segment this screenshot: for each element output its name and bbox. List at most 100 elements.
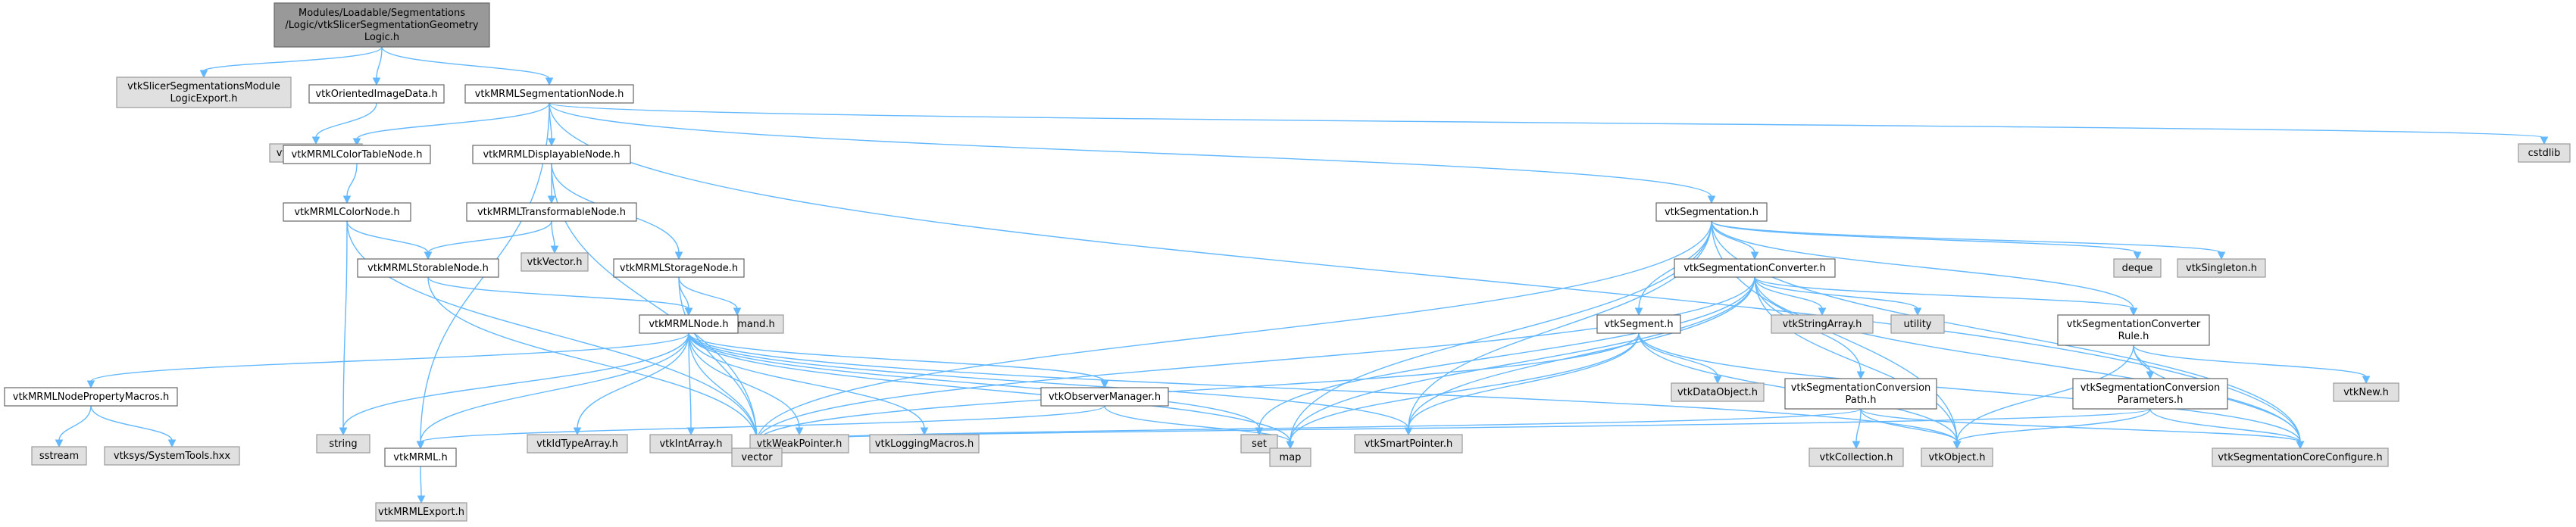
edge-mrmlNode-to-intArray: [688, 332, 692, 429]
node-mrmlNode[interactable]: vtkMRMLNode.h: [639, 314, 739, 334]
node-segment[interactable]: vtkSegment.h: [1596, 314, 1681, 334]
edge-segConverter-to-vtkObject: [1754, 276, 1958, 443]
node-vtkMRML[interactable]: vtkMRML.h: [384, 447, 457, 467]
node-propMacros[interactable]: vtkMRMLNodePropertyMacros.h: [4, 387, 178, 407]
node-storable[interactable]: vtkMRMLStorableNode.h: [357, 258, 499, 278]
node-vtkCollection: vtkCollection.h: [1809, 447, 1904, 467]
node-box: [2518, 143, 2571, 163]
node-label: vtkIdTypeArray.h: [536, 438, 618, 450]
node-box: [104, 446, 240, 466]
node-displayable[interactable]: vtkMRMLDisplayableNode.h: [472, 145, 631, 164]
node-vtkVector: vtkVector.h: [521, 252, 589, 272]
edge-transformable-to-vtkVector: [551, 220, 555, 248]
edge-arrowhead: [2133, 251, 2142, 260]
edge-arrowhead: [733, 307, 742, 317]
node-box: [464, 84, 634, 104]
node-cstdlib: cstdlib: [2518, 143, 2571, 163]
edge-colorNode-to-storable: [346, 220, 429, 254]
node-colorNode[interactable]: vtkMRMLColorNode.h: [283, 202, 411, 222]
node-label: vtkSegmentationCoreConfigure.h: [2218, 452, 2382, 463]
edge-segmentation-to-vector: [756, 220, 1712, 443]
node-box: [283, 202, 411, 222]
edge-convPath-to-vtkCollection: [1855, 408, 1862, 443]
node-box: [2177, 258, 2266, 278]
edge-storage-to-vector: [678, 276, 758, 443]
node-label: map: [1280, 452, 1302, 463]
node-label: vtkMRMLExport.h: [378, 507, 464, 518]
node-box: [869, 434, 980, 454]
edge-orientedImage-to-imageData: [315, 102, 377, 139]
edge-segNode-to-coreConfigure: [549, 102, 2301, 443]
node-label: vtkObserverManager.h: [1049, 391, 1161, 403]
edge-arrowhead: [342, 195, 352, 204]
edge-mrmlNode-to-vtkMRML: [420, 332, 689, 443]
node-box: [31, 446, 87, 466]
node-box: [527, 434, 628, 454]
edge-root-to-logicExport: [203, 46, 383, 72]
edge-arrowhead: [1750, 251, 1759, 260]
node-label: LogicExport.h: [170, 93, 238, 104]
node-colorTable[interactable]: vtkMRMLColorTableNode.h: [283, 145, 431, 164]
edge-segment-to-coreConfigure: [1638, 332, 2301, 443]
node-logicExport: vtkSlicerSegmentationsModuleLogicExport.…: [116, 76, 292, 108]
edge-segConverter-to-stringArray: [1754, 276, 1823, 310]
node-smartPtr: vtkSmartPointer.h: [1354, 434, 1463, 454]
node-box: [2057, 314, 2210, 346]
node-box: [283, 145, 431, 164]
node-box: [316, 434, 370, 454]
edge-arrowhead: [86, 380, 95, 389]
edge-segConverter-to-smartPtr: [1408, 276, 1755, 429]
node-idType: vtkIdTypeArray.h: [527, 434, 628, 454]
node-observer[interactable]: vtkObserverManager.h: [1040, 387, 1169, 407]
node-segNode[interactable]: vtkMRMLSegmentationNode.h: [464, 84, 634, 104]
node-label: vtkIntArray.h: [659, 438, 722, 450]
node-label: vtkMRMLDisplayableNode.h: [483, 149, 620, 161]
node-box: [639, 314, 739, 334]
node-transformable[interactable]: vtkMRMLTransformableNode.h: [466, 202, 637, 222]
node-label: Parameters.h: [2118, 394, 2184, 406]
node-storage[interactable]: vtkMRMLStorageNode.h: [613, 258, 745, 278]
edge-segNode-to-segmentation: [549, 102, 1712, 198]
node-systools: vtksys/SystemTools.hxx: [104, 446, 240, 466]
node-label: vtkMRMLNodePropertyMacros.h: [13, 391, 169, 403]
node-box: [116, 76, 292, 108]
node-root: Modules/Loadable/Segmentations/Logic/vtk…: [274, 2, 490, 48]
node-label: vtkMRMLTransformableNode.h: [477, 207, 626, 218]
node-string: string: [316, 434, 370, 454]
node-segmentation[interactable]: vtkSegmentation.h: [1655, 202, 1768, 222]
edge-convPath-to-vtkObject: [1860, 408, 1958, 443]
node-logging: vtkLoggingMacros.h: [869, 434, 980, 454]
node-box: [357, 258, 499, 278]
node-box: [1771, 314, 1874, 334]
edge-arrowhead: [167, 439, 177, 448]
node-label: deque: [2122, 263, 2153, 274]
node-label: vtkStringArray.h: [1783, 319, 1862, 330]
node-label: set: [1252, 438, 1267, 450]
edge-arrowhead: [424, 251, 433, 260]
node-label: vtkNew.h: [2343, 387, 2389, 398]
edge-arrowhead: [1286, 441, 1295, 450]
edge-arrowhead: [2129, 307, 2138, 317]
node-box: [2072, 378, 2228, 410]
header-nodes: Modules/Loadable/Segmentations/Logic/vtk…: [4, 2, 2571, 522]
edge-storable-to-vector: [427, 276, 758, 443]
node-label: string: [329, 438, 357, 450]
node-label: vtkSingleton.h: [2186, 263, 2257, 274]
edge-storage-to-vtkCommand: [678, 276, 738, 310]
node-orientedImage[interactable]: vtkOrientedImageData.h: [308, 84, 445, 104]
node-label: vtkObject.h: [1928, 452, 1985, 463]
node-box: [649, 434, 733, 454]
edge-segmentation-to-segConverter: [1711, 220, 1755, 254]
node-box: [1655, 202, 1768, 222]
edge-arrowhead: [372, 77, 381, 86]
node-segConverter[interactable]: vtkSegmentationConverter.h: [1674, 258, 1836, 278]
edge-arrowhead: [55, 439, 64, 448]
edge-observer-to-vtkMRML: [420, 405, 1105, 443]
node-utility: utility: [1890, 314, 1945, 334]
edge-arrowhead: [2296, 441, 2305, 450]
node-box: [308, 84, 445, 104]
edge-arrowhead: [920, 427, 929, 436]
